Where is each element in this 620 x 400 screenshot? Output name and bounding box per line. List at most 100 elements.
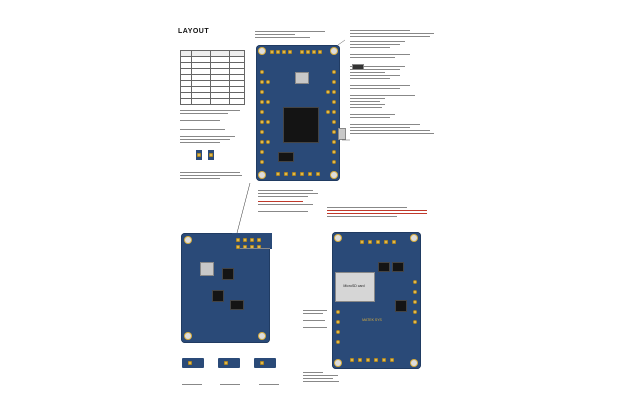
annotation-block (240, 248, 274, 250)
table-row (180, 98, 245, 105)
solder-pad (260, 361, 264, 365)
pin-table (180, 50, 245, 105)
solder-pad (318, 50, 322, 54)
ic-chip (222, 268, 234, 280)
solder-pad (332, 160, 336, 164)
annotation-block (303, 372, 343, 383)
callout-line (337, 39, 346, 46)
annotation-block (180, 172, 250, 180)
mounting-hole (331, 172, 337, 178)
annotation-line (255, 31, 325, 32)
annotation-line (255, 34, 295, 35)
solder-pad (284, 172, 288, 176)
solder-pad (336, 320, 340, 324)
solder-pad (300, 172, 304, 176)
table-row (180, 62, 245, 69)
annotation-block (327, 207, 432, 218)
solder-pad (236, 245, 240, 249)
solder-pad (413, 310, 417, 314)
annotation-block (258, 190, 328, 213)
solder-pad (276, 172, 280, 176)
solder-pad (209, 153, 213, 157)
mounting-hole (259, 48, 265, 54)
solder-pad (224, 361, 228, 365)
solder-pad (292, 172, 296, 176)
solder-pad (326, 110, 330, 114)
solder-pad (350, 358, 354, 362)
solder-pad (332, 70, 336, 74)
mounting-hole (411, 235, 417, 241)
mounting-hole (185, 333, 191, 339)
solder-pad (413, 320, 417, 324)
solder-pad (332, 80, 336, 84)
mcu-chip (283, 107, 319, 143)
solder-pad (250, 245, 254, 249)
barometer-sensor (200, 262, 214, 276)
annotation-block (255, 31, 335, 39)
solder-pad (336, 330, 340, 334)
solder-pad (260, 70, 264, 74)
solder-pad (266, 140, 270, 144)
solder-pad (243, 245, 247, 249)
solder-pad (270, 50, 274, 54)
solder-pad (282, 50, 286, 54)
ic-chip (378, 262, 390, 272)
solder-pad (366, 358, 370, 362)
solder-pad (260, 120, 264, 124)
solder-pad (332, 110, 336, 114)
solder-pad (236, 238, 240, 242)
solder-pad (288, 50, 292, 54)
microsd-slot (335, 272, 375, 302)
solder-pad (326, 90, 330, 94)
solder-pad (332, 130, 336, 134)
solder-pad (332, 140, 336, 144)
solder-pad (266, 120, 270, 124)
solder-pad (413, 300, 417, 304)
solder-pad (197, 153, 201, 157)
solder-pad (300, 50, 304, 54)
annotation-block (350, 30, 436, 135)
solder-pad (376, 240, 380, 244)
solder-pad (368, 240, 372, 244)
mounting-hole (259, 333, 265, 339)
solder-pad (260, 150, 264, 154)
solder-pad (336, 340, 340, 344)
solder-pad (316, 172, 320, 176)
solder-pad (260, 80, 264, 84)
solder-pad (392, 240, 396, 244)
board-bottom-view (181, 233, 270, 343)
jumper-board (182, 358, 204, 368)
annotation-line (255, 37, 310, 38)
ic-chip (395, 300, 407, 312)
solder-pad (243, 238, 247, 242)
annotation-block (182, 372, 282, 390)
solder-pad (257, 238, 261, 242)
solder-pad (266, 80, 270, 84)
solder-pad (260, 130, 264, 134)
sd-card-label: MicroSD card (343, 284, 365, 288)
solder-pad (257, 245, 261, 249)
mounting-hole (335, 235, 341, 241)
annotation-block (180, 110, 250, 144)
brand-label: MATEK SYS (362, 318, 382, 322)
solder-pad (332, 150, 336, 154)
callout-line (236, 182, 251, 234)
connector-illustration (352, 64, 364, 70)
solder-pad (360, 240, 364, 244)
solder-pad (306, 50, 310, 54)
mounting-hole (259, 172, 265, 178)
button (338, 128, 346, 140)
solder-pad (312, 50, 316, 54)
mounting-hole (335, 360, 341, 366)
solder-pad (260, 110, 264, 114)
mounting-hole (331, 48, 337, 54)
jumper-board (254, 358, 276, 368)
jumper-board (218, 358, 240, 368)
ic-chip (212, 290, 224, 302)
solder-pad (276, 50, 280, 54)
connector (295, 72, 309, 84)
solder-pad (332, 90, 336, 94)
solder-pad (374, 358, 378, 362)
solder-pad (188, 361, 192, 365)
